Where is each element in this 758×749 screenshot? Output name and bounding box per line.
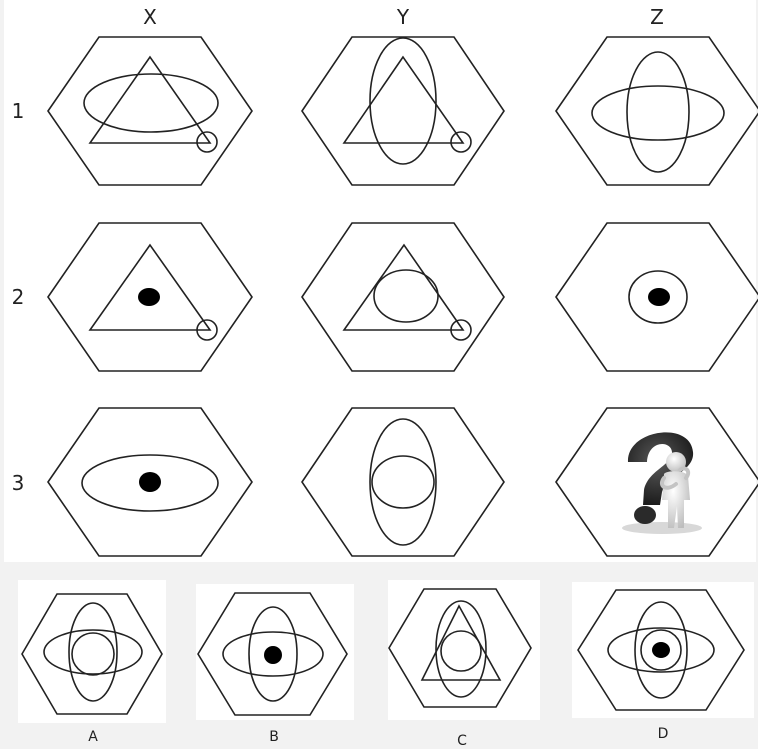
black-dot: [648, 288, 670, 306]
row-label-1: 1: [12, 99, 25, 123]
column-label-y: Y: [396, 5, 410, 29]
option-label-a: A: [88, 729, 98, 745]
option-label-d: D: [658, 726, 669, 742]
row-label-2: 2: [12, 285, 25, 309]
black-dot: [652, 642, 670, 658]
black-dot: [138, 288, 160, 306]
question-mark-dot: [634, 506, 656, 524]
column-label-x: X: [143, 5, 157, 29]
black-dot: [264, 646, 282, 664]
option-label-b: B: [269, 729, 279, 745]
black-dot: [139, 472, 161, 492]
column-label-z: Z: [650, 5, 664, 29]
row-label-3: 3: [12, 471, 25, 495]
shadow: [622, 522, 702, 534]
option-label-c: C: [457, 733, 467, 749]
